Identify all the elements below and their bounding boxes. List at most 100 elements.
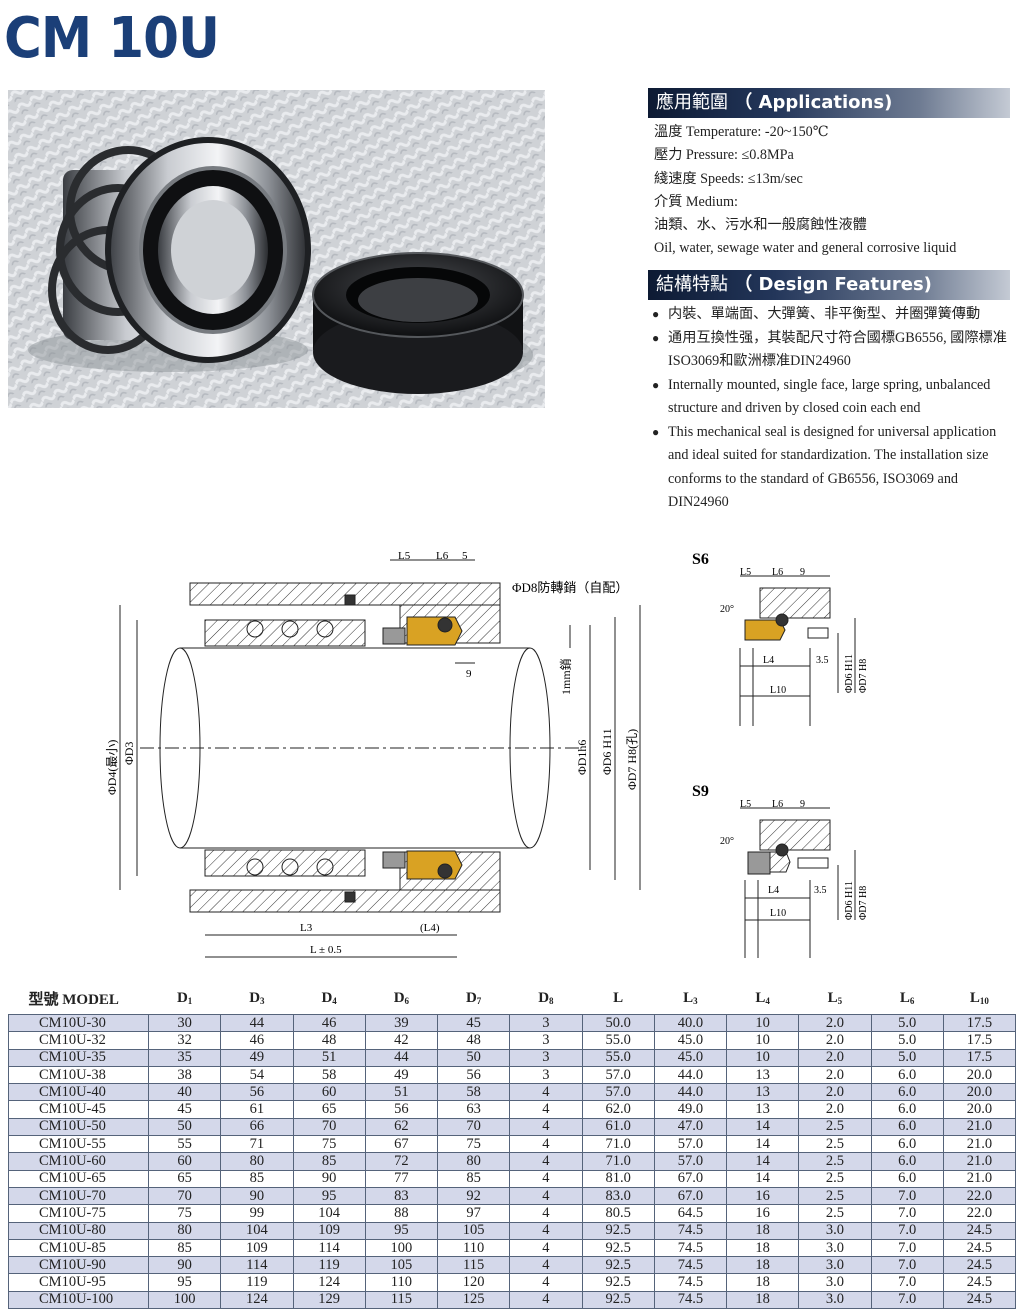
value-cell: 18 [725,1290,800,1309]
value-cell: 56 [220,1083,294,1101]
value-cell: 4 [509,1135,583,1153]
value-cell: 3.0 [798,1273,872,1292]
value-cell: 24.5 [942,1256,1017,1274]
model-cell: CM10U-80 [8,1221,149,1240]
value-cell: 49 [220,1048,294,1067]
model-cell: CM10U-65 [8,1169,149,1188]
design-heading-en: （ Design Features) [734,274,932,295]
value-cell: 7.0 [870,1221,944,1240]
model-cell: CM10U-55 [8,1135,149,1153]
s6-3-5: 3.5 [816,655,829,666]
value-cell: 7.0 [870,1204,944,1223]
value-cell: 16 [725,1204,800,1223]
value-cell: 51 [364,1083,439,1101]
value-cell: 85 [292,1152,366,1171]
value-cell: 2.0 [798,1065,872,1084]
value-cell: 75 [292,1135,366,1153]
value-cell: 115 [436,1256,511,1274]
s9-l4: L4 [768,885,779,896]
value-cell: 45 [147,1100,222,1119]
value-cell: 21.0 [942,1152,1017,1171]
dim-l3: L3 [300,922,313,934]
value-cell: 2.5 [798,1135,872,1153]
value-cell: 7.0 [870,1256,944,1274]
value-cell: 109 [220,1238,294,1257]
s6-l6: L6 [772,567,783,578]
model-cell: CM10U-85 [8,1238,149,1257]
dim-l: L ± 0.5 [310,944,342,956]
value-cell: 71.0 [581,1135,655,1153]
value-cell: 4 [509,1290,583,1309]
value-cell: 4 [509,1221,583,1240]
value-cell: 6.0 [870,1100,944,1119]
value-cell: 66 [220,1117,294,1136]
value-cell: 32 [147,1031,222,1050]
design-features-list: ●内裝、單端面、大彈簧、非平衡型、并圈彈簧傳動 ●通用互換性强，其裝配尺寸符合國… [650,303,1018,515]
value-cell: 109 [292,1221,366,1240]
dim-l4: (L4) [420,922,440,934]
value-cell: 124 [220,1290,294,1309]
value-cell: 92.5 [581,1238,655,1257]
value-cell: 6.0 [870,1135,944,1153]
pin-1mm-label: 1mm銷 [558,658,573,695]
value-cell: 10 [725,1031,800,1050]
value-cell: 90 [147,1256,222,1274]
s6-d6: ΦD6 H11 [844,654,855,693]
value-cell: 104 [220,1221,294,1240]
value-cell: 3 [509,1065,583,1084]
value-cell: 70 [292,1117,366,1136]
value-cell: 104 [292,1204,366,1223]
value-cell: 3 [509,1031,583,1050]
value-cell: 2.5 [798,1152,872,1171]
value-cell: 21.0 [942,1135,1017,1153]
value-cell: 119 [220,1273,294,1292]
value-cell: 55 [147,1135,222,1153]
col-header: D3 [249,989,265,1006]
value-cell: 17.5 [942,1031,1017,1050]
s6-9: 9 [800,567,805,578]
value-cell: 22.0 [942,1186,1017,1205]
value-cell: 124 [292,1273,366,1292]
value-cell: 92.5 [581,1273,655,1292]
value-cell: 20.0 [942,1100,1017,1119]
value-cell: 67.0 [653,1169,728,1188]
value-cell: 74.5 [653,1273,728,1292]
feature-item: ●内裝、單端面、大彈簧、非平衡型、并圈彈簧傳動 [650,303,1018,327]
value-cell: 48 [436,1031,511,1050]
value-cell: 92.5 [581,1221,655,1240]
s6-d7: ΦD7 H8 [858,659,869,693]
value-cell: 2.0 [798,1013,872,1032]
s9-angle: 20° [720,836,734,847]
value-cell: 56 [436,1065,511,1084]
value-cell: 62 [364,1117,439,1136]
value-cell: 74.5 [653,1238,728,1257]
col-header: L3 [683,989,698,1006]
value-cell: 50.0 [581,1013,655,1032]
value-cell: 60 [292,1083,366,1101]
s6-l4: L4 [763,655,774,666]
app-medium-cjk: 油類、水、污水和一般腐蝕性液體 [654,217,867,234]
value-cell: 20.0 [942,1065,1017,1084]
value-cell: 58 [436,1083,511,1101]
app-pressure: 壓力 Pressure: ≤0.8MPa [654,147,794,164]
main-section-drawing: L5 L6 5 ΦD8防轉銷（自配） 9 1mm銷 ΦD4(最小) ΦD3 ΦD… [105,550,641,958]
value-cell: 114 [220,1256,294,1274]
applications-heading-cjk: 應用範圍 [656,92,728,113]
value-cell: 90 [292,1169,366,1188]
col-header: L4 [755,989,770,1006]
value-cell: 6.0 [870,1065,944,1084]
value-cell: 100 [364,1238,439,1257]
value-cell: 80 [220,1152,294,1171]
value-cell: 75 [436,1135,511,1153]
value-cell: 4 [509,1117,583,1136]
value-cell: 105 [436,1221,511,1240]
value-cell: 97 [436,1204,511,1223]
value-cell: 22.0 [942,1204,1017,1223]
value-cell: 44.0 [653,1065,728,1084]
app-medium-en: Oil, water, sewage water and general cor… [654,240,957,257]
